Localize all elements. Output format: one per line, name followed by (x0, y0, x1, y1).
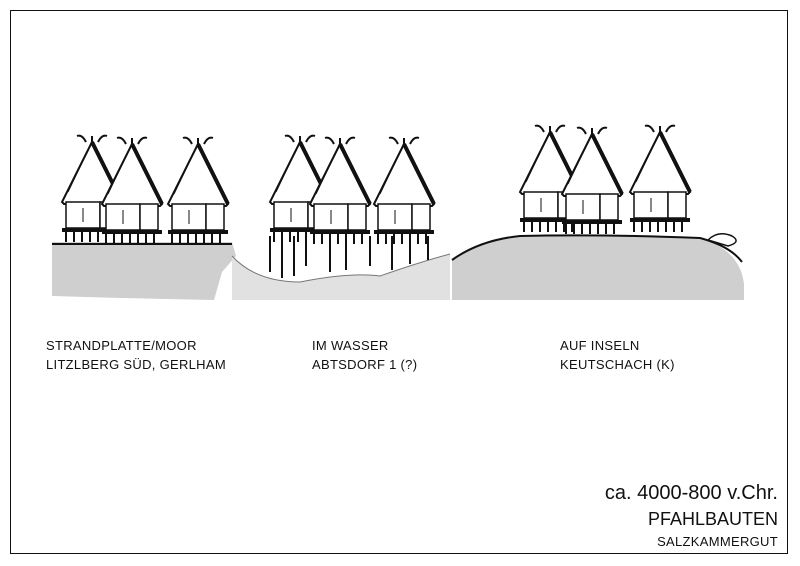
settlement-type-label: AUF INSELN (560, 338, 640, 353)
settlement-caption-islands: AUF INSELN KEUTSCHACH (K) (560, 336, 675, 374)
settlement-type-label: STRANDPLATTE/MOOR (46, 338, 197, 353)
water-settlement (231, 133, 451, 300)
region-label: SALZKAMMERGUT (657, 534, 778, 549)
shore-settlement (52, 133, 236, 300)
date-range: ca. 4000-800 v.Chr. (604, 482, 778, 504)
drawing-frame (10, 10, 788, 554)
settlement-caption-water: IM WASSER ABTSDORF 1 (?) (312, 336, 417, 374)
settlement-site-label: LITZLBERG SÜD, GERLHAM (46, 357, 226, 372)
settlement-type-label: IM WASSER (312, 338, 389, 353)
island-settlement (451, 123, 744, 300)
settlement-site-label: ABTSDORF 1 (?) (312, 357, 418, 372)
drawing-title: PFAHLBAUTEN (647, 509, 778, 529)
settlement-site-label: KEUTSCHACH (K) (560, 357, 675, 372)
settlement-caption-shore: STRANDPLATTE/MOOR LITZLBERG SÜD, GERLHAM (46, 336, 226, 374)
